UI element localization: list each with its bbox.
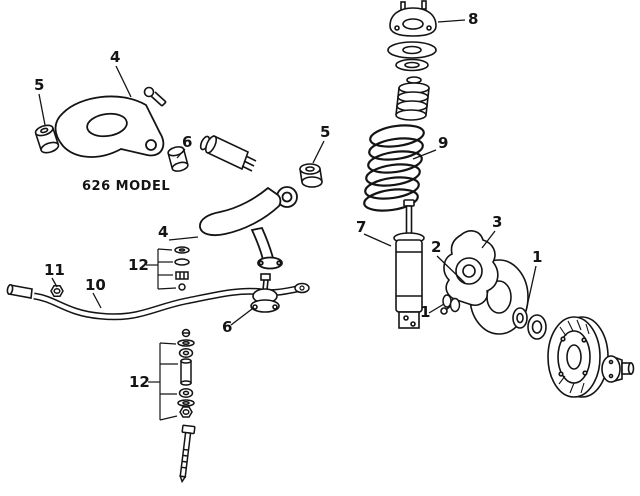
callout-strut-mount: 8 bbox=[468, 10, 478, 28]
pivot-shaft bbox=[199, 134, 257, 172]
leader-shaft-bushing bbox=[176, 148, 186, 159]
ball-joint bbox=[250, 273, 280, 313]
callout-hardware-lower: 12 bbox=[129, 373, 150, 391]
leader-hub-hardware bbox=[428, 303, 445, 314]
leader-lines bbox=[38, 19, 537, 326]
spring-seat-washers bbox=[387, 41, 437, 72]
stabilizer-bar-end-tip bbox=[6, 283, 33, 299]
callout-upper-bushing: 5 bbox=[34, 76, 44, 94]
dust-boot bbox=[395, 76, 430, 121]
wheel-bearings bbox=[512, 307, 547, 340]
callout-stabilizer-bar: 10 bbox=[85, 276, 106, 294]
leader-upper-bushing bbox=[38, 93, 46, 126]
strut bbox=[393, 199, 425, 329]
callout-splash-shield: 2 bbox=[431, 238, 441, 256]
callout-lower-bushing: 5 bbox=[320, 123, 330, 141]
upper-arm-bushing-left bbox=[34, 124, 60, 154]
callout-coil-spring: 9 bbox=[438, 134, 448, 152]
leader-knuckle bbox=[481, 230, 496, 249]
steering-knuckle bbox=[440, 230, 499, 315]
leader-strut bbox=[363, 233, 392, 247]
upper-arm-bushing-right bbox=[167, 146, 189, 172]
hardware-stack-upper bbox=[174, 246, 190, 291]
callout-hub-hardware: 1 bbox=[420, 303, 430, 321]
lower-control-arm bbox=[199, 186, 298, 270]
callout-ball-joint: 6 bbox=[222, 318, 232, 336]
callout-bearing: 1 bbox=[532, 248, 542, 266]
strut-mount bbox=[389, 0, 437, 37]
stabilizer-nut bbox=[50, 285, 64, 297]
leader-lower-bushing bbox=[312, 140, 325, 164]
pivot-bolt bbox=[143, 86, 167, 107]
callout-strut: 7 bbox=[356, 218, 366, 236]
wheel-hub bbox=[601, 355, 635, 383]
lower-arm-bushing bbox=[299, 163, 323, 188]
callout-lower-arm: 4 bbox=[158, 223, 168, 241]
callout-upper-arm: 4 bbox=[110, 48, 120, 66]
leader-coil-spring bbox=[412, 149, 437, 160]
coil-spring bbox=[363, 124, 425, 212]
model-label: 626 MODEL bbox=[82, 179, 170, 194]
leader-strut-mount bbox=[437, 19, 466, 23]
upper-control-arm bbox=[54, 95, 165, 158]
leader-stabilizer-nut bbox=[51, 277, 58, 288]
leader-stabilizer-bar bbox=[92, 292, 102, 309]
stabilizer-link bbox=[177, 328, 196, 484]
bracket-hardware-upper bbox=[146, 248, 177, 290]
bracket-hardware-lower bbox=[148, 342, 178, 421]
link-bolt bbox=[179, 424, 196, 484]
callout-stabilizer-nut: 11 bbox=[44, 261, 65, 279]
leader-splash-shield bbox=[436, 255, 466, 284]
leader-upper-arm bbox=[115, 65, 132, 98]
brake-rotor bbox=[547, 316, 609, 398]
callout-shaft-bushing: 6 bbox=[182, 133, 192, 151]
hub-nut-washers bbox=[442, 294, 461, 313]
leader-ball-joint bbox=[230, 308, 253, 326]
leader-bearing bbox=[525, 265, 537, 312]
callout-hardware-upper: 12 bbox=[128, 256, 149, 274]
callouts: 8 4 5 6 5 9 4 7 2 3 1 12 11 10 6 1 12 bbox=[34, 10, 542, 391]
callout-knuckle: 3 bbox=[492, 213, 502, 231]
leader-lower-arm bbox=[168, 236, 199, 241]
